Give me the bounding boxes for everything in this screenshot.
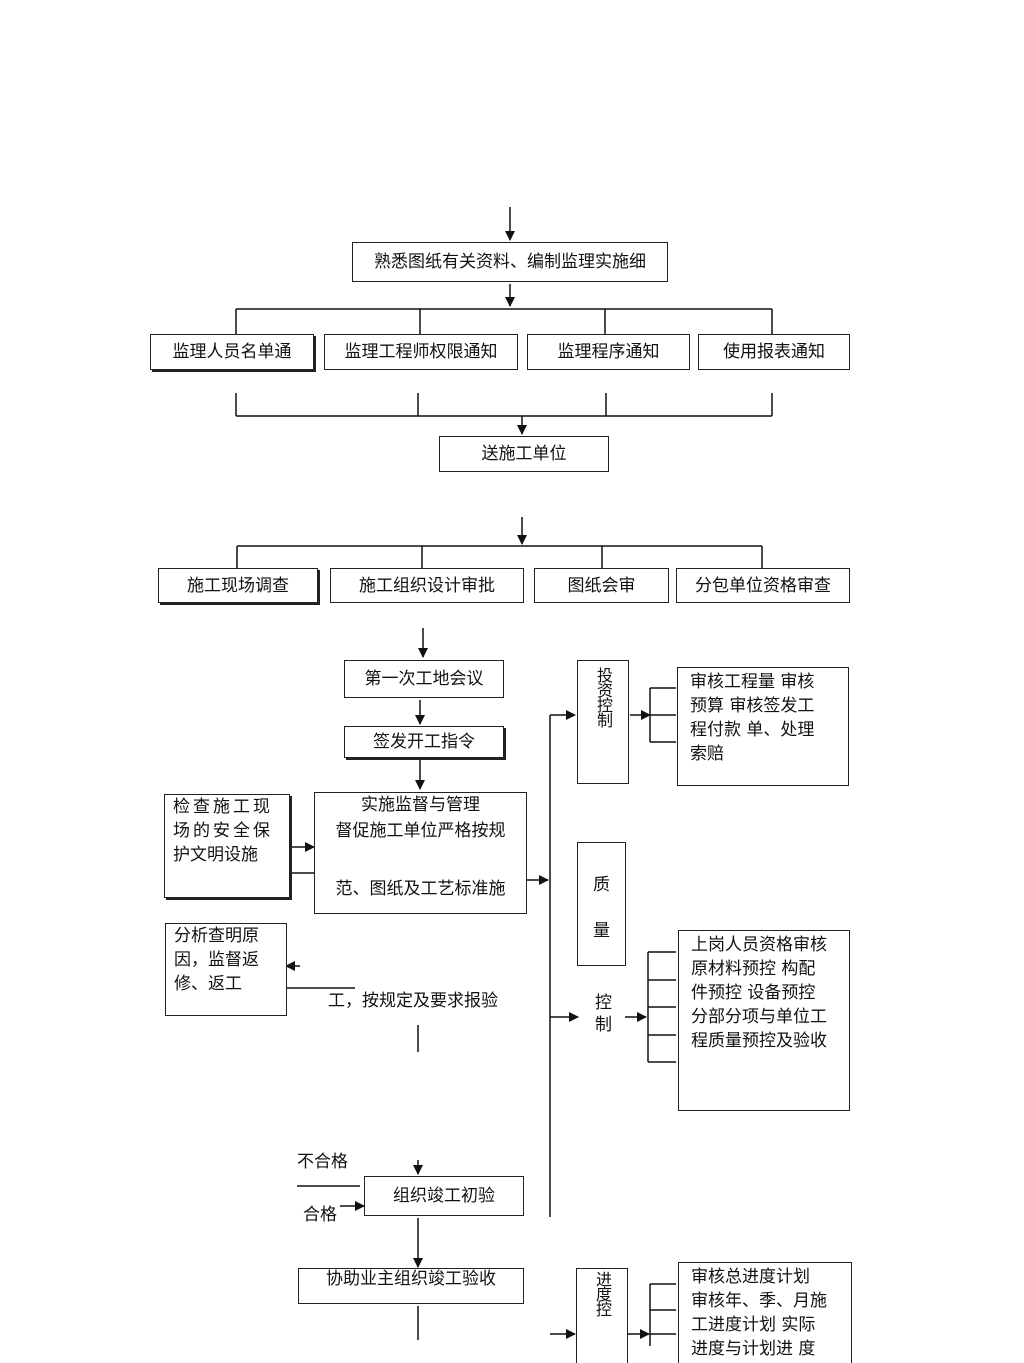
quality-line: 件预控 设备预控: [691, 983, 816, 1003]
rework-box: 分析查明原 因，监督返 修、返工: [165, 923, 287, 1016]
investment-line: 审核工程量 审核: [690, 672, 815, 692]
schedule-line: 工进度计划 实际: [691, 1315, 816, 1335]
quality-line: 程质量预控及验收: [691, 1031, 827, 1051]
notice-personnel-box: 监理人员名单通: [150, 334, 314, 370]
notice-authority-box: 监理工程师权限通知: [324, 334, 518, 370]
investment-detail-box: 审核工程量 审核 预算 审核签发工 程付款 单、处理 索赔: [677, 667, 849, 786]
review-drawing-text: 图纸会审: [567, 575, 636, 596]
quality-line: 原材料预控 构配: [691, 959, 816, 979]
unqualified-label: 不合格: [297, 1152, 348, 1172]
first-meeting-box: 第一次工地会议: [344, 660, 504, 698]
safety-box: 检查施工现 场的安全保 护文明设施: [164, 794, 290, 898]
notice-report-box: 使用报表通知: [698, 334, 850, 370]
investment-line: 索赔: [690, 744, 724, 764]
investment-line: 程付款 单、处理: [690, 720, 815, 740]
prepare-text: 熟悉图纸有关资料、编制监理实施细: [374, 252, 646, 272]
notice-authority-text: 监理工程师权限通知: [344, 342, 498, 362]
notice-procedure-box: 监理程序通知: [527, 334, 690, 370]
review-site-box: 施工现场调查: [158, 568, 318, 603]
first-meeting-text: 第一次工地会议: [364, 669, 484, 689]
review-drawing-box: 图纸会审: [534, 568, 669, 603]
notice-report-text: 使用报表通知: [723, 342, 825, 362]
assist-accept-box: 协助业主组织竣工验收: [298, 1268, 524, 1304]
rework-line: 因，监督返: [174, 950, 259, 970]
quality-line: 上岗人员资格审核: [691, 935, 827, 955]
schedule-detail-box: 审核总进度计划 审核年、季、月施 工进度计划 实际 进度与计划进 度: [678, 1262, 852, 1363]
quality-label-char: 制: [595, 1015, 612, 1035]
investment-line: 预算 审核签发工: [690, 696, 815, 716]
notice-personnel-text: 监理人员名单通: [172, 342, 292, 362]
report-text: 工，按规定及要求报验: [328, 991, 498, 1011]
quality-control-label: 控 制: [595, 992, 612, 1036]
supervise-line: 督促施工单位严格按规: [335, 821, 506, 841]
prepare-box: 熟悉图纸有关资料、编制监理实施细: [352, 242, 668, 282]
safety-line: 护文明设施: [173, 845, 258, 865]
review-subcontract-text: 分包单位资格审查: [695, 575, 831, 596]
notice-procedure-text: 监理程序通知: [557, 342, 660, 362]
supervise-line: [319, 849, 522, 877]
rework-line: 修、返工: [174, 974, 242, 994]
initial-accept-box: 组织竣工初验: [364, 1176, 524, 1216]
supervise-line: 范、图纸及工艺标准施: [335, 879, 506, 899]
supervise-box: 实施监督与管理 督促施工单位严格按规 范、图纸及工艺标准施: [314, 792, 527, 914]
start-order-box: 签发开工指令: [344, 726, 504, 758]
quality-label-char: 量: [593, 921, 610, 941]
quality-control-box: 质 量: [577, 842, 626, 966]
quality-line: 分部分项与单位工: [691, 1007, 827, 1027]
safety-line: 检查施工现: [173, 797, 273, 817]
assist-accept-text: 协助业主组织竣工验收: [326, 1269, 496, 1289]
schedule-line: 审核总进度计划: [691, 1267, 810, 1287]
investment-control-box: 投资控制: [577, 660, 629, 784]
review-site-text: 施工现场调查: [187, 575, 289, 596]
schedule-control-box: 进度控: [576, 1268, 628, 1363]
qualified-label: 合格: [303, 1205, 337, 1225]
review-design-text: 施工组织设计审批: [359, 575, 495, 596]
review-subcontract-box: 分包单位资格审查: [676, 568, 850, 603]
initial-accept-text: 组织竣工初验: [393, 1186, 495, 1206]
investment-control-label: 投资控制: [594, 667, 613, 727]
quality-detail-box: 上岗人员资格审核 原材料预控 构配 件预控 设备预控 分部分项与单位工 程质量预…: [678, 930, 850, 1111]
schedule-control-label: 进度控: [593, 1271, 612, 1316]
send-text: 送施工单位: [481, 444, 567, 464]
start-order-text: 签发开工指令: [373, 732, 475, 752]
review-design-box: 施工组织设计审批: [330, 568, 524, 603]
quality-label-char: 控: [595, 993, 612, 1013]
schedule-line: 进度与计划进 度: [691, 1339, 816, 1359]
send-box: 送施工单位: [439, 436, 609, 472]
schedule-line: 审核年、季、月施: [691, 1291, 827, 1311]
safety-line: 场的安全保: [173, 821, 273, 841]
rework-line: 分析查明原: [174, 926, 259, 946]
quality-label-char: 质: [593, 875, 610, 895]
supervise-line: 实施监督与管理: [361, 795, 480, 815]
